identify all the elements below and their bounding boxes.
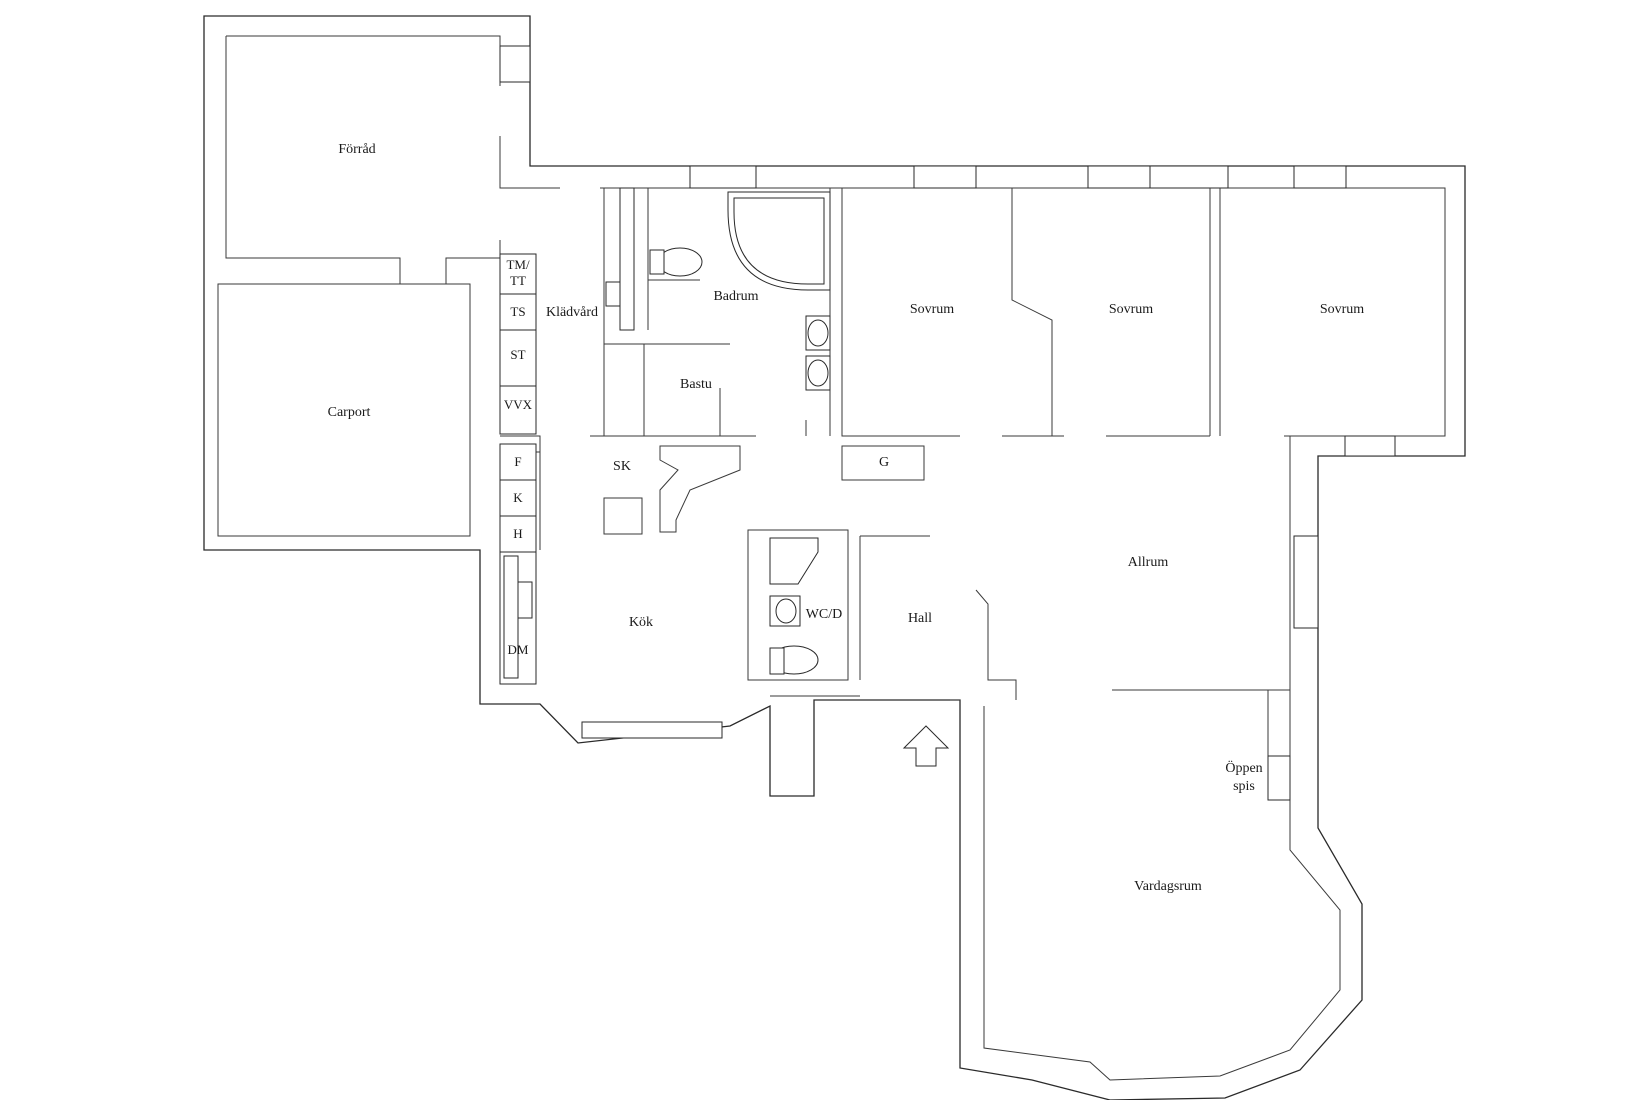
cabinet-f: F [514, 454, 521, 469]
cabinet-st: ST [510, 347, 525, 362]
room-wc: WC/D [806, 607, 843, 622]
room-kok: Kök [629, 615, 653, 630]
room-sovrum-3: Sovrum [1320, 302, 1364, 317]
room-bastu: Bastu [680, 377, 712, 392]
room-hall: Hall [908, 611, 932, 626]
cabinet-ts: TS [510, 304, 525, 319]
room-g: G [879, 455, 889, 470]
cabinet-dm: DM [508, 642, 529, 657]
cabinet-tm-line1: TM/ [506, 257, 530, 272]
cabinet-k: K [513, 490, 523, 505]
room-badrum: Badrum [713, 289, 758, 304]
cabinet-column [499, 253, 537, 685]
cabinet-labels: TM/ TT TS ST VVX F K H DM [504, 257, 533, 657]
room-forrad: Förråd [338, 142, 375, 157]
fixtures [605, 187, 1291, 801]
windows [499, 45, 1396, 739]
interior-walls [500, 188, 1290, 757]
room-sovrum-1: Sovrum [910, 302, 954, 317]
room-kladvard: Klädvård [546, 305, 598, 320]
room-vardagsrum: Vardagsrum [1134, 879, 1202, 894]
room-sk: SK [613, 459, 631, 474]
room-sovrum-2: Sovrum [1109, 302, 1153, 317]
outer-walls [203, 15, 1466, 1100]
cabinet-vvx: VVX [504, 397, 533, 412]
cabinet-h: H [513, 526, 522, 541]
room-carport: Carport [328, 405, 371, 420]
room-oppen-spis-line2: spis [1233, 779, 1255, 794]
room-labels: Förråd Carport Klädvård Badrum Bastu Sov… [328, 142, 1365, 894]
room-allrum: Allrum [1128, 555, 1169, 570]
cabinet-tm-line2: TT [510, 273, 526, 288]
room-oppen-spis-line1: Öppen [1225, 759, 1262, 776]
